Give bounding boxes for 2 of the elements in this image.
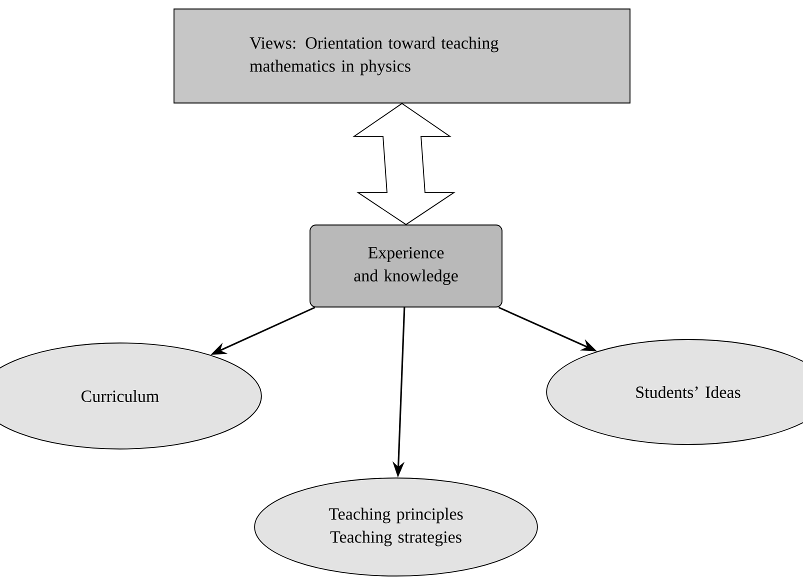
process-box: Experience and knowledge — [310, 224, 502, 308]
heading-box: Views: Orientation toward teaching mathematics in physics — [174, 8, 630, 104]
